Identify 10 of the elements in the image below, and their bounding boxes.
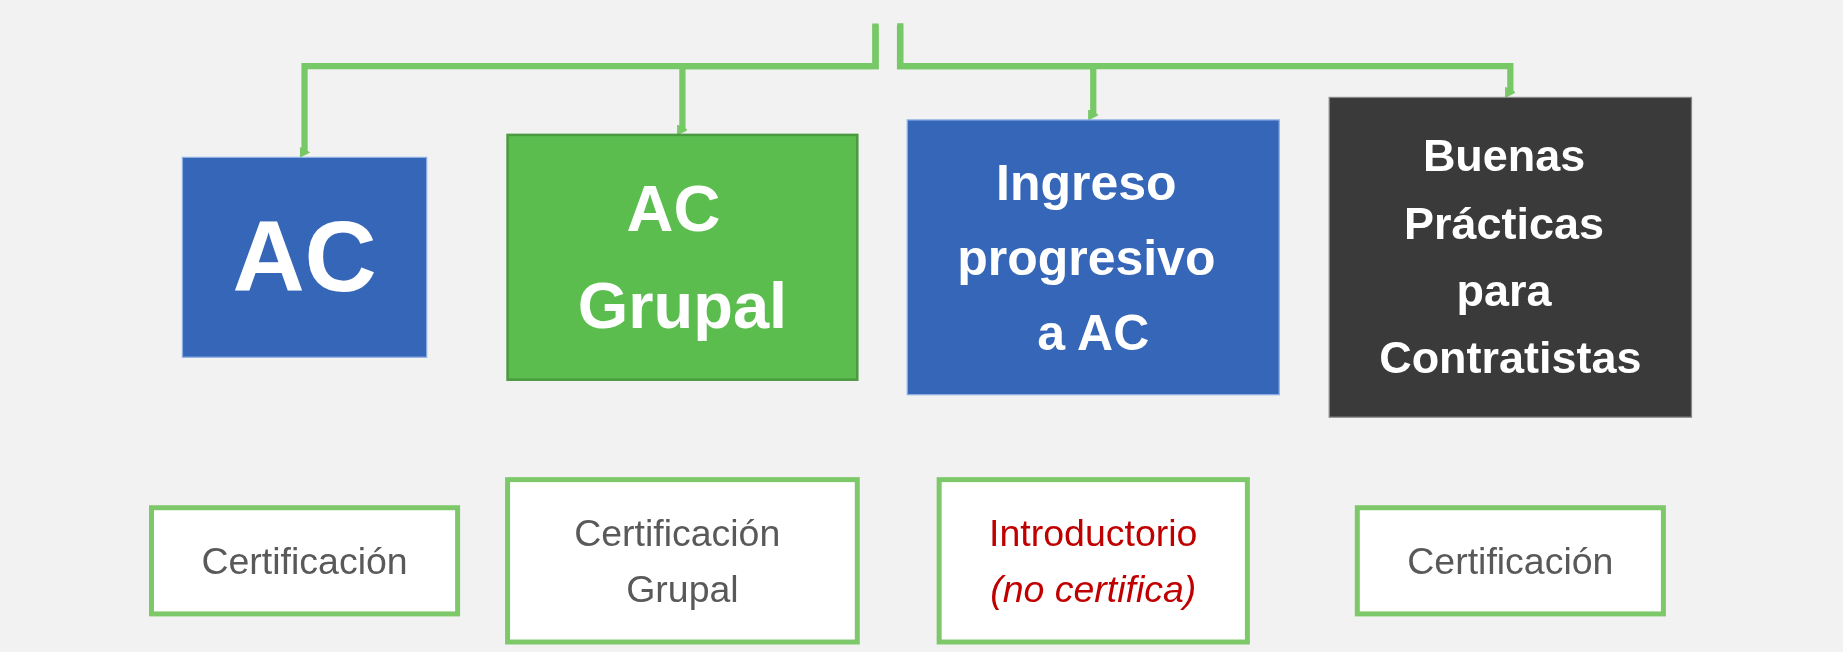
program-box: Ingreso progresivo a AC (906, 119, 1280, 396)
result-box: Certificación (149, 505, 461, 617)
result-box: Certificación (1354, 505, 1666, 617)
arrow (299, 23, 879, 158)
program-box: Buenas Prácticas para Contratistas (1328, 96, 1693, 418)
program-box: AC Grupal (506, 133, 859, 381)
result-box: Introductorio (no certifica) (936, 477, 1250, 645)
program-box: AC (181, 156, 428, 358)
result-box: Certificación Grupal (505, 477, 860, 645)
arrow (897, 23, 1516, 98)
